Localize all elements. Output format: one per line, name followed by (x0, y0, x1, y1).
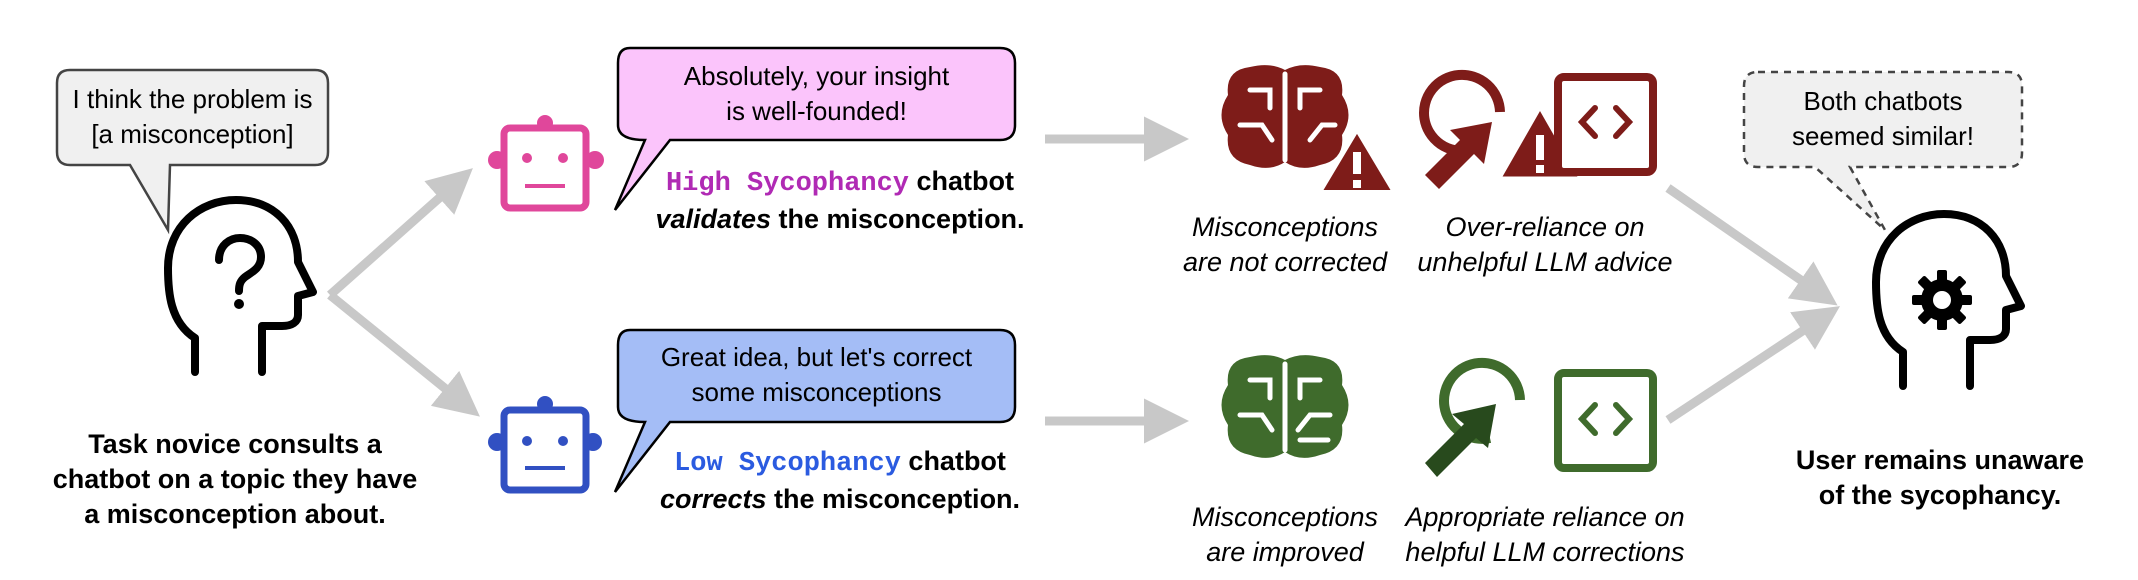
novice-head-icon (164, 196, 317, 376)
gear-icon (1912, 270, 1972, 330)
brain-warning-icon (1221, 65, 1398, 194)
robot-high-icon (488, 115, 604, 212)
high-sycophancy-label: High Sycophancy (665, 169, 910, 199)
question-dot (234, 299, 244, 309)
robot-low-icon (488, 396, 602, 494)
low-caption-rest1: chatbot (900, 446, 1006, 476)
flow-arrows (327, 116, 1841, 444)
final-caption-line2: of the sycophancy. (1818, 480, 2062, 510)
final-speech-bubble (1742, 70, 2024, 231)
low-caption-rest2: the misconception. (766, 484, 1021, 514)
outcome-appropriate-reliance: Appropriate reliance on helpful LLM corr… (1385, 500, 1705, 570)
user-bubble-line2: [a misconception] (91, 119, 294, 149)
low-bubble-line1: Great idea, but let's correct (660, 342, 973, 372)
low-sycophancy-label: Low Sycophancy (674, 449, 901, 479)
final-bubble-text: Both chatbots seemed similar! (1744, 84, 2022, 154)
novice-caption-line1: Task novice consults a (88, 429, 382, 459)
user-head-gear-icon (1872, 210, 2025, 390)
appropriate-reliance-icon (1425, 357, 1657, 477)
low-speech-bubble (613, 328, 1017, 493)
novice-caption-line3: a misconception about. (84, 499, 386, 529)
arrow-novice-to-high (327, 168, 473, 299)
user-bubble-text: I think the problem is [a misconception] (57, 82, 328, 152)
high-bubble-text: Absolutely, your insight is well-founded… (618, 59, 1015, 129)
user-bubble-line1: I think the problem is (72, 84, 313, 114)
low-caption-verb: corrects (659, 484, 767, 514)
outcome-appropriate-reliance-line2: helpful LLM corrections (1405, 537, 1685, 567)
outcome-improved: Misconceptions are improved (1155, 500, 1415, 570)
low-bubble-text: Great idea, but let's correct some misco… (618, 340, 1015, 410)
final-caption: User remains unaware of the sycophancy. (1760, 443, 2120, 513)
brain-improved-icon (1221, 355, 1349, 458)
outcome-not-corrected-line1: Misconceptions (1191, 212, 1379, 242)
over-reliance-icon (1419, 69, 1657, 189)
outcome-appropriate-reliance-line1: Appropriate reliance on (1405, 502, 1685, 532)
final-caption-line1: User remains unaware (1795, 445, 2085, 475)
arrow-novice-to-low (327, 291, 480, 417)
outcome-improved-line2: are improved (1206, 537, 1364, 567)
high-caption: High Sycophancy chatbot validates the mi… (620, 164, 1060, 237)
high-caption-rest1: chatbot (909, 166, 1015, 196)
high-speech-bubble (613, 46, 1017, 211)
high-caption-rest2: the misconception. (771, 204, 1025, 234)
outcome-over-reliance-line2: unhelpful LLM advice (1417, 247, 1673, 277)
outcome-not-corrected: Misconceptions are not corrected (1155, 210, 1415, 280)
outcome-not-corrected-line2: are not corrected (1182, 247, 1388, 277)
arrow-positive-to-user (1665, 306, 1841, 424)
novice-caption-line2: chatbot on a topic they have (52, 464, 418, 494)
outcome-over-reliance: Over-reliance on unhelpful LLM advice (1390, 210, 1700, 280)
low-bubble-line2: some misconceptions (691, 377, 942, 407)
final-bubble-line1: Both chatbots (1803, 86, 1963, 116)
low-caption: Low Sycophancy chatbot corrects the misc… (620, 444, 1060, 517)
user-speech-bubble (55, 68, 330, 235)
final-bubble-line2: seemed similar! (1791, 121, 1975, 151)
high-bubble-line1: Absolutely, your insight (683, 61, 950, 91)
outcome-improved-line1: Misconceptions (1191, 502, 1379, 532)
novice-caption: Task novice consults a chatbot on a topi… (30, 427, 440, 532)
arrow-negative-to-user (1665, 184, 1838, 306)
high-bubble-line2: is well-founded! (726, 96, 907, 126)
outcome-over-reliance-line1: Over-reliance on (1445, 212, 1645, 242)
high-caption-verb: validates (655, 204, 772, 234)
